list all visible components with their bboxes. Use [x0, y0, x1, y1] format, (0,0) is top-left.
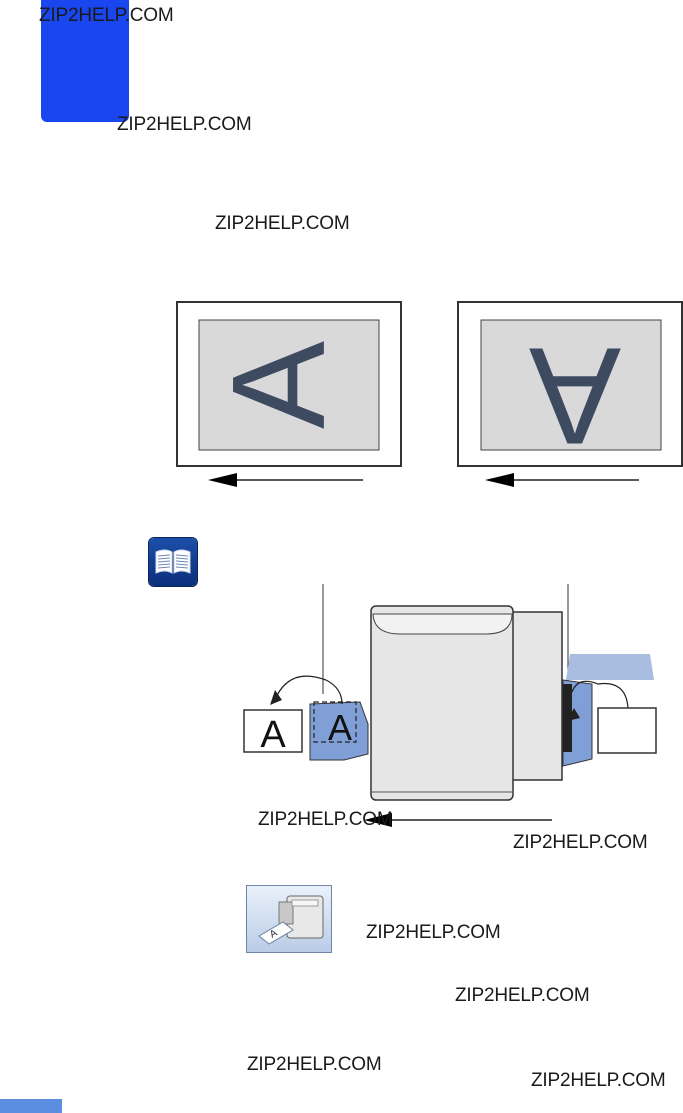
document-orientation-right: A [457, 301, 683, 487]
watermark: ZIP2HELP.COM [117, 114, 252, 135]
watermark: ZIP2HELP.COM [366, 922, 501, 943]
tray-letter: A [328, 707, 352, 748]
page-footer-bar [0, 1099, 62, 1113]
chapter-tab [41, 0, 129, 122]
scan-device-icon: A [246, 885, 332, 953]
screen-letter: A [268, 928, 280, 941]
watermark: ZIP2HELP.COM [39, 5, 174, 26]
watermark: ZIP2HELP.COM [513, 832, 648, 853]
scanner-illustration: A A [243, 584, 657, 801]
document-letter: A [205, 341, 352, 429]
watermark: ZIP2HELP.COM [247, 1054, 382, 1075]
note-book-icon [149, 538, 197, 586]
watermark: ZIP2HELP.COM [258, 809, 393, 830]
document-orientation-left: A [176, 301, 402, 487]
document-letter: A [529, 319, 621, 473]
watermark: ZIP2HELP.COM [531, 1070, 666, 1091]
output-letter: A [260, 714, 286, 756]
watermark: ZIP2HELP.COM [455, 985, 590, 1006]
watermark: ZIP2HELP.COM [215, 213, 350, 234]
feed-direction-arrow [364, 813, 552, 827]
